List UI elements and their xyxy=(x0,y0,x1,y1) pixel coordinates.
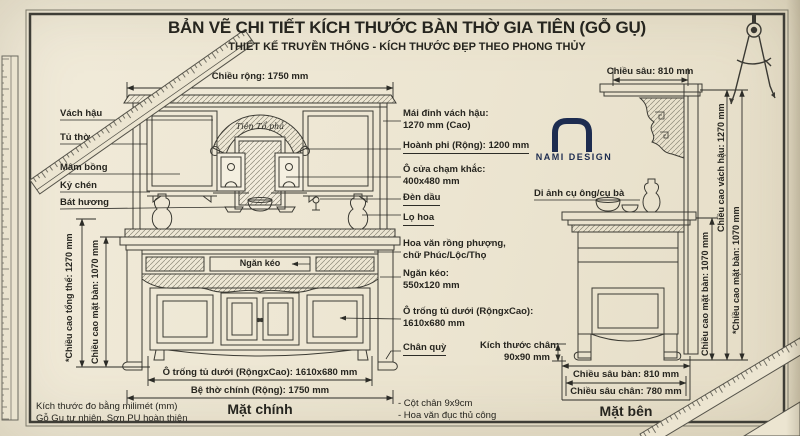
dim-side-back-height: Chiều cao vách hậu: 1270 mm xyxy=(716,103,726,232)
dim-front-opening: Ô trống tủ dưới (RộngxCao): 1610x680 mm xyxy=(162,367,358,378)
page-title: BẢN VẼ CHI TIẾT KÍCH THƯỚC BÀN THỜ GIA T… xyxy=(167,18,647,37)
side-view-drawing xyxy=(561,83,703,361)
photo-label: Di ảnh cụ ông/cụ bà xyxy=(534,188,625,199)
nami-design-logo-icon xyxy=(552,118,592,152)
annotation-o-trong: Ô trống tủ dưới (RộngxCao): 1610x680 mm xyxy=(403,306,534,329)
label-bat-huong: Bát hương xyxy=(60,197,109,208)
dim-side-depth: Chiều sâu: 810 mm xyxy=(606,66,694,77)
sheet-border xyxy=(25,9,789,427)
side-view-caption: Mặt bên xyxy=(599,403,653,419)
dim-front-table-height: Chiều cao mặt bàn: 1070 mm xyxy=(90,239,100,364)
page-subtitle: THIẾT KẾ TRUYỀN THỐNG - KÍCH THƯỚC ĐẸP T… xyxy=(228,41,586,53)
annotation-ngan-keo: Ngăn kéo: 550x120 mm xyxy=(403,268,460,291)
annotation-mai-dinh: Mái đỉnh vách hậu: 1270 mm (Cao) xyxy=(403,108,489,131)
dim-side-depth-leg: Chiều sâu chân: 780 mm xyxy=(570,386,682,397)
dim-front-width: Chiều rộng: 1750 mm xyxy=(211,71,309,82)
label-tu-tho: Tủ thờ xyxy=(60,132,90,143)
oil-lamp xyxy=(312,196,320,211)
material-notes: Kích thước đo bằng milimét (mm) Gỗ Gụ tự… xyxy=(36,401,188,424)
page-edge-shadow xyxy=(786,0,800,436)
portrait-left xyxy=(216,152,246,192)
leg-size-label: Kích thước chân: 90x90 mm xyxy=(480,340,560,363)
dimension-lines xyxy=(76,68,748,404)
label-ky-chen: Kỷ chén xyxy=(60,180,97,191)
label-mam-bong: Mâm bồng xyxy=(60,162,108,173)
banner-calligraphy: Tiên Tổ phả xyxy=(235,122,285,131)
annotation-hoa-van: Hoa văn rồng phượng, chữ Phúc/Lộc/Thọ xyxy=(403,238,506,261)
drawer-inline-label: Ngăn kéo xyxy=(239,258,281,268)
annotation-den-dau: Đèn dầu xyxy=(403,192,441,206)
annotation-hoanh-phi: Hoành phi (Rộng): 1200 mm xyxy=(403,140,530,154)
diagonal-ruler-icon xyxy=(29,29,256,195)
annotation-lo-hoa: Lọ hoa xyxy=(403,212,435,226)
annotation-o-cua: Ô cửa chạm khắc: 400x480 mm xyxy=(403,164,486,187)
dim-side-table-height: Chiều cao mặt bàn: 1070 mm xyxy=(700,231,710,356)
vertical-ruler-icon xyxy=(1,55,19,421)
dim-side-table-height-star: *Chiều cao mặt bàn: 1070 mm xyxy=(731,206,741,334)
front-view-caption: Mặt chính xyxy=(227,401,293,417)
nami-design-logo-text: NAMI DESIGN xyxy=(535,152,613,162)
portrait-right xyxy=(274,152,304,192)
annotation-chan-quy: Chân quỳ xyxy=(403,342,447,356)
compass-icon xyxy=(729,13,776,105)
label-vach-hau: Vách hậu xyxy=(60,108,103,119)
construction-notes: - Cột chân 9x9cm - Hoa văn đục thủ công xyxy=(398,398,497,421)
dim-side-depth-table: Chiều sâu bàn: 810 mm xyxy=(572,369,680,380)
dim-front-total-height: *Chiều cao tổng thể: 1270 mm xyxy=(64,233,74,362)
set-square-icon xyxy=(639,314,800,436)
front-view-drawing xyxy=(119,94,401,371)
dim-front-base: Bệ thờ chính (Rộng): 1750 mm xyxy=(190,385,330,396)
